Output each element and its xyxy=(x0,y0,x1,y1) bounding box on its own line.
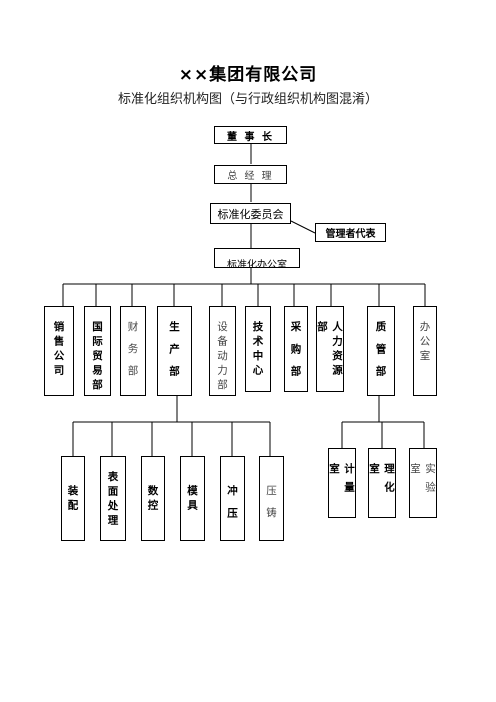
dept-label: 技术中心 xyxy=(251,321,264,379)
chairman-label: 董 事 长 xyxy=(227,131,274,143)
unit-mold: 模具 xyxy=(180,456,205,541)
unit-die-casting: 压 铸 xyxy=(259,456,284,541)
dept-sales: 销售公司 xyxy=(44,306,74,396)
unit-label: 装配 xyxy=(66,485,79,514)
general-manager-box: 总 经 理 xyxy=(214,165,287,184)
page-subtitle: 标准化组织机构图（与行政组织机构图混淆） xyxy=(117,92,378,107)
dept-label: 人力资源部 xyxy=(316,321,343,379)
dept-label: 设备动力部 xyxy=(216,321,228,394)
dept-label: 财 务 部 xyxy=(126,321,139,380)
dept-label: 办公室 xyxy=(418,321,431,365)
committee-box: 标准化委员会 xyxy=(210,203,291,224)
dept-label: 采 购 部 xyxy=(289,321,302,380)
dept-purchasing: 采 购 部 xyxy=(284,306,308,392)
dept-label: 质 管 部 xyxy=(374,321,387,380)
unit-label: 表面处理 xyxy=(106,471,119,529)
dept-human-resources: 人力资源部 xyxy=(316,306,344,392)
unit-label: 实验室 xyxy=(409,463,436,500)
unit-laboratory: 实验室 xyxy=(409,448,437,518)
management-rep-label: 管理者代表 xyxy=(325,229,376,240)
unit-physical-chemical-room: 理化室 xyxy=(368,448,396,518)
standardization-office-box: 标准化办公室 xyxy=(214,248,300,268)
management-rep-box: 管理者代表 xyxy=(315,223,386,242)
unit-metrology-room: 计量室 xyxy=(328,448,356,518)
unit-label: 理化室 xyxy=(368,463,395,500)
dept-quality-management: 质 管 部 xyxy=(367,306,395,396)
dept-production: 生 产 部 xyxy=(157,306,192,396)
committee-label: 标准化委员会 xyxy=(217,207,284,221)
unit-stamping: 冲 压 xyxy=(220,456,245,541)
chairman-box: 董 事 长 xyxy=(214,126,287,144)
standardization-office-label: 标准化办公室 xyxy=(227,260,287,268)
dept-label: 销售公司 xyxy=(52,321,65,379)
unit-label: 计量室 xyxy=(328,463,355,500)
dept-finance: 财 务 部 xyxy=(120,306,146,396)
dept-technology-center: 技术中心 xyxy=(245,306,271,392)
unit-label: 模具 xyxy=(186,485,198,514)
unit-label: 冲 压 xyxy=(226,485,238,522)
dept-equipment-power: 设备动力部 xyxy=(209,306,236,396)
dept-label: 生 产 部 xyxy=(168,321,180,380)
dept-international-trade: 国际贸易部 xyxy=(84,306,111,396)
dept-office: 办公室 xyxy=(413,306,437,396)
dept-label: 国际贸易部 xyxy=(91,321,103,394)
unit-surface-treatment: 表面处理 xyxy=(100,456,126,541)
unit-label: 数控 xyxy=(146,485,159,514)
page-title: ××集团有限公司 xyxy=(178,65,318,85)
unit-cnc: 数控 xyxy=(141,456,165,541)
unit-assembly: 装配 xyxy=(61,456,85,541)
unit-label: 压 铸 xyxy=(265,485,277,522)
general-manager-label: 总 经 理 xyxy=(227,171,274,182)
